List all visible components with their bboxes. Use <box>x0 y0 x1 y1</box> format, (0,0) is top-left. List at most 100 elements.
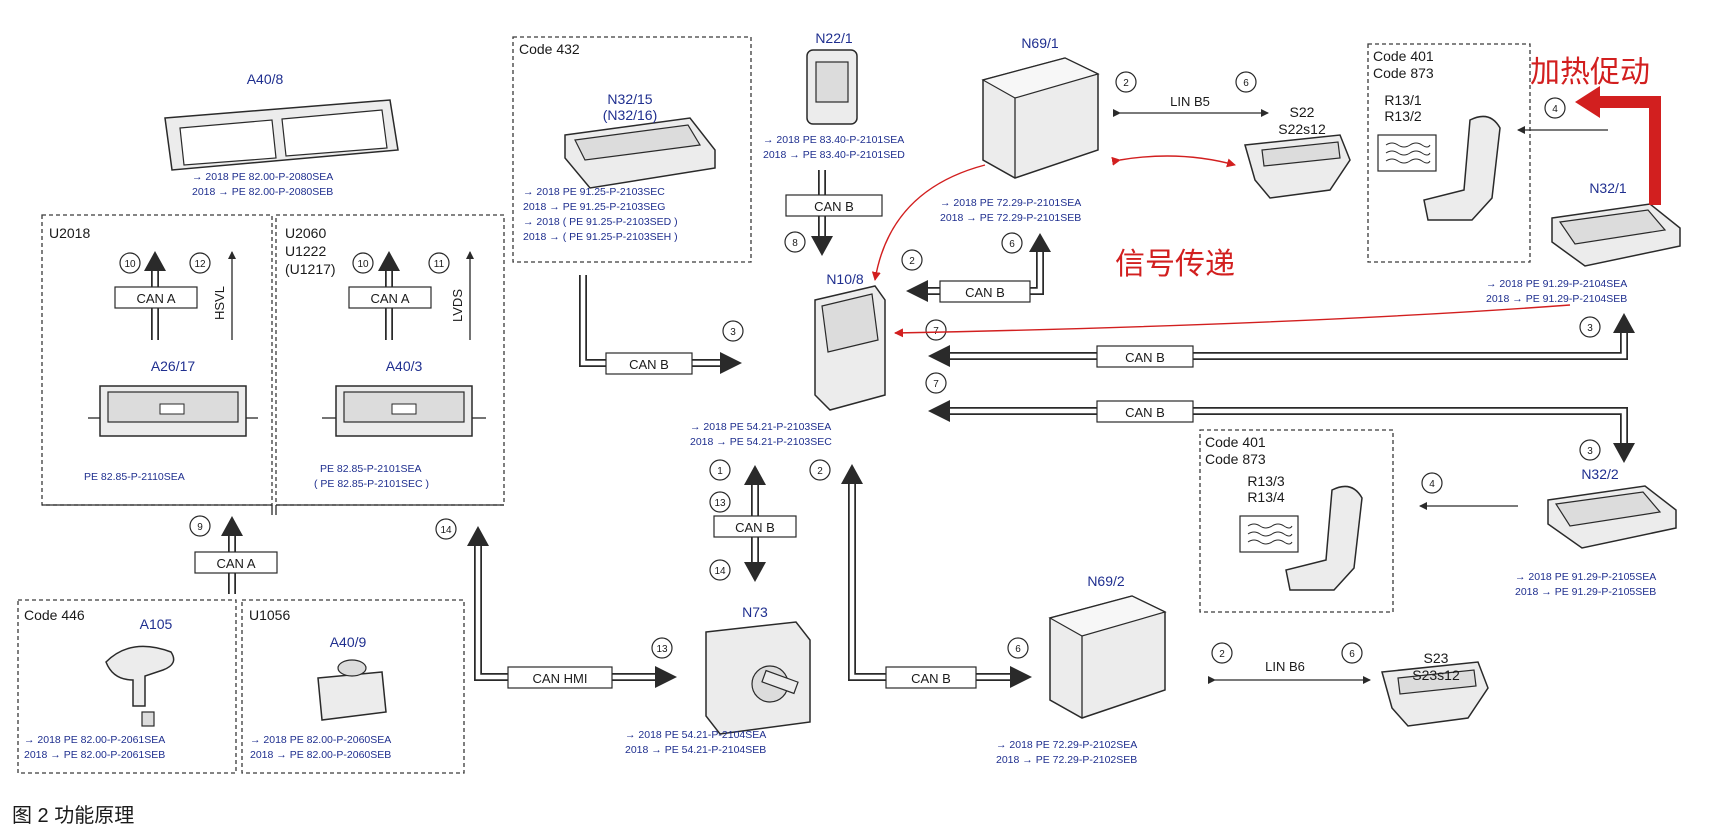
component-n32-15-line2: (N32/16) <box>603 107 657 123</box>
device-a40-3 <box>322 385 486 437</box>
ref-a40-3-2: ( PE 82.85-P-2101SEC ) <box>314 478 429 490</box>
component-n32-1: N32/1 <box>1589 180 1627 196</box>
figure-caption: 图 2 功能原理 <box>12 804 134 827</box>
ref-n73-1: → 2018 PE 54.21-P-2104SEA <box>625 729 766 741</box>
bus-label-can-hmi: CAN HMI <box>533 671 588 686</box>
svg-text:4: 4 <box>1429 479 1435 490</box>
zone-u2060-line3: (U1217) <box>285 261 336 277</box>
marker-6-lin-b5: 6 <box>1235 71 1257 93</box>
component-s22-line1: S22 <box>1290 104 1315 120</box>
svg-text:11: 11 <box>434 259 445 270</box>
ref-a105-2: 2018 → PE 82.00-P-2061SEB <box>24 749 165 761</box>
zone-code401-bot-line1: Code 401 <box>1205 434 1266 450</box>
marker-7-lower: 7 <box>925 372 947 394</box>
device-n73 <box>705 621 811 735</box>
svg-text:9: 9 <box>197 522 203 533</box>
svg-text:6: 6 <box>1009 239 1015 250</box>
zone-u1056-label: U1056 <box>249 607 290 623</box>
ref-n32-1-2: 2018 → PE 91.29-P-2104SEB <box>1486 293 1627 305</box>
svg-text:12: 12 <box>194 259 206 270</box>
marker-4-top: 4 <box>1544 97 1566 119</box>
svg-text:2: 2 <box>1123 78 1129 89</box>
svg-text:10: 10 <box>124 259 136 270</box>
annotation-heating: 加热促动 <box>1530 56 1650 89</box>
ref-a40-3-1: PE 82.85-P-2101SEA <box>320 463 422 475</box>
ref-n69-2-1: → 2018 PE 72.29-P-2102SEA <box>996 739 1137 751</box>
device-n32-15 <box>564 117 716 189</box>
svg-text:3: 3 <box>1587 323 1593 334</box>
bus-label-lvds: LVDS <box>450 289 465 322</box>
marker-13-hmi: 13 <box>651 637 673 659</box>
component-s23-line1: S23 <box>1424 650 1449 666</box>
signal-arc-n32-1 <box>894 304 1571 338</box>
zone-code401-bot-line2: Code 873 <box>1205 451 1266 467</box>
svg-text:6: 6 <box>1243 78 1249 89</box>
marker-11: 11 <box>428 252 450 274</box>
zone-code432-label: Code 432 <box>519 41 580 57</box>
device-n69-1 <box>981 57 1100 179</box>
bus-label-can-a-u2018: CAN A <box>136 291 175 306</box>
marker-3-n32-1: 3 <box>1579 316 1601 338</box>
ref-n69-2-2: 2018 → PE 72.29-P-2102SEB <box>996 754 1137 766</box>
component-a40-3: A40/3 <box>386 358 423 374</box>
marker-12: 12 <box>189 252 211 274</box>
bus-label-can-b-n32-2: CAN B <box>1125 405 1165 420</box>
bus-label-can-b-n22: CAN B <box>814 199 854 214</box>
zone-code432 <box>512 36 752 263</box>
ref-n69-1-2: 2018 → PE 72.29-P-2101SEB <box>940 212 1081 224</box>
component-n32-15-line1: N32/15 <box>607 91 652 107</box>
marker-7-upper: 7 <box>925 319 947 341</box>
component-s22-line2: S22s12 <box>1278 121 1326 137</box>
svg-text:4: 4 <box>1552 104 1558 115</box>
ref-n73-2: 2018 → PE 54.21-P-2104SEB <box>625 744 766 756</box>
component-s23-line2: S23s12 <box>1412 667 1460 683</box>
device-n22-1 <box>806 49 858 125</box>
svg-text:14: 14 <box>440 525 452 536</box>
marker-14-vertical: 14 <box>709 559 731 581</box>
marker-13-vertical: 13 <box>709 491 731 513</box>
marker-6-n69-2: 6 <box>1007 637 1029 659</box>
component-a105: A105 <box>140 616 173 632</box>
device-a40-8 <box>164 99 399 171</box>
bus-label-can-b-n32-15: CAN B <box>629 357 669 372</box>
ref-n32-2-1: → 2018 PE 91.29-P-2105SEA <box>1515 571 1656 583</box>
marker-2-n69-1-left: 2 <box>901 249 923 271</box>
bus-label-can-a-u2060: CAN A <box>370 291 409 306</box>
component-a26-17: A26/17 <box>151 358 196 374</box>
bus-label-can-b-n69-1: CAN B <box>965 285 1005 300</box>
device-s22 <box>1244 134 1351 199</box>
svg-text:3: 3 <box>730 327 736 338</box>
svg-text:14: 14 <box>714 566 726 577</box>
ref-a40-9-2: 2018 → PE 82.00-P-2060SEB <box>250 749 391 761</box>
ref-a40-9-1: → 2018 PE 82.00-P-2060SEA <box>250 734 391 746</box>
component-n73: N73 <box>742 604 768 620</box>
marker-10-left: 10 <box>119 252 141 274</box>
svg-text:6: 6 <box>1015 644 1021 655</box>
ref-n10-8-2: 2018 → PE 54.21-P-2103SEC <box>690 436 832 448</box>
marker-2-lin-b5: 2 <box>1115 71 1137 93</box>
device-n32-2 <box>1547 485 1677 549</box>
component-n22-1: N22/1 <box>815 30 853 46</box>
zone-u2018 <box>41 214 273 506</box>
ref-n22-1-2: 2018 → PE 83.40-P-2101SED <box>763 149 905 161</box>
device-n32-1 <box>1551 203 1681 267</box>
device-n69-2 <box>1048 595 1167 719</box>
ref-n32-15-1: → 2018 PE 91.25-P-2103SEC <box>523 186 665 198</box>
device-n10-8 <box>814 285 886 411</box>
svg-text:8: 8 <box>792 238 798 249</box>
ref-n32-15-2: 2018 → PE 91.25-P-2103SEG <box>523 201 665 213</box>
ref-n32-15-3: → 2018 ( PE 91.25-P-2103SED ) <box>523 216 678 228</box>
heating-arrow <box>1575 86 1661 205</box>
device-s23 <box>1381 661 1489 727</box>
component-a40-9: A40/9 <box>330 634 367 650</box>
component-r13-top-line1: R13/1 <box>1384 92 1422 108</box>
svg-text:13: 13 <box>714 498 726 509</box>
marker-2-lin-b6: 2 <box>1211 642 1233 664</box>
ref-n32-1-1: → 2018 PE 91.29-P-2104SEA <box>1486 278 1627 290</box>
marker-6-n69-1: 6 <box>1001 232 1023 254</box>
component-r13-bot-line1: R13/3 <box>1247 473 1285 489</box>
ref-a40-8-1: → 2018 PE 82.00-P-2080SEA <box>192 171 333 183</box>
marker-4-bottom: 4 <box>1421 472 1443 494</box>
ref-a105-1: → 2018 PE 82.00-P-2061SEA <box>24 734 165 746</box>
